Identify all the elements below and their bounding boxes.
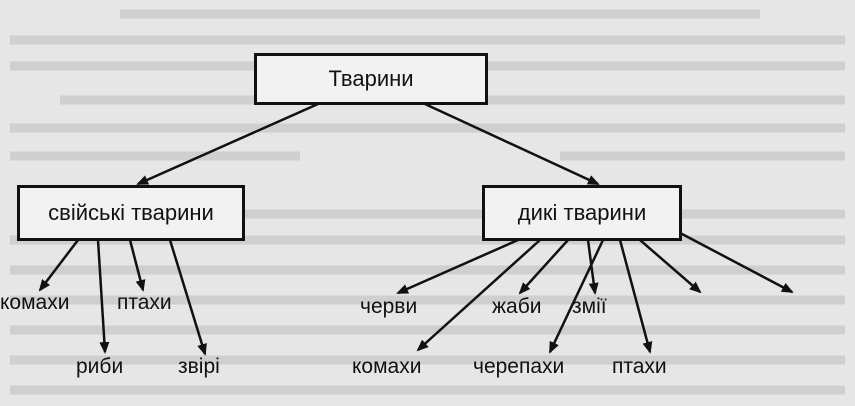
branch-node-wild: дикі тварини (482, 185, 682, 241)
leaf-domestic-birds: птахи (117, 291, 172, 314)
edge-wild-to-turtles (548, 239, 605, 354)
leaf-domestic-insects: комахи (0, 291, 70, 314)
edge-wild-to-birds (618, 239, 653, 354)
leaf-wild-frogs: жаби (492, 295, 542, 318)
root-node: Тварини (254, 53, 488, 105)
leaf-wild-birds: птахи (612, 355, 667, 378)
edge-wild-to-extra-2 (664, 223, 794, 294)
leaf-wild-insects: комахи (352, 355, 422, 378)
edge-wild-to-frogs (518, 239, 569, 295)
leaf-domestic-fish: риби (76, 355, 124, 378)
edge-wild-to-worms (396, 238, 519, 295)
leaf-wild-worms: черви (360, 295, 418, 318)
edge-root-to-domestic (136, 102, 319, 186)
edge-domestic-to-beasts (168, 239, 207, 356)
edge-wild-to-insects (416, 239, 541, 352)
edge-domestic-to-fish (96, 239, 110, 354)
edge-domestic-to-insects (38, 239, 79, 292)
leaf-domestic-beasts: звірі (178, 355, 220, 378)
leaf-wild-turtles: черепахи (473, 355, 565, 378)
edge-domestic-to-birds (128, 239, 146, 292)
edge-root-to-wild (424, 102, 600, 186)
leaf-wild-snakes: змії (572, 295, 607, 318)
branch-label-domestic: свійські тварини (48, 200, 214, 225)
root-label: Тварини (328, 66, 414, 91)
branch-node-domestic: свійські тварини (17, 185, 245, 241)
branch-label-wild: дикі тварини (517, 200, 647, 225)
edge-wild-to-extra-1 (639, 239, 702, 294)
